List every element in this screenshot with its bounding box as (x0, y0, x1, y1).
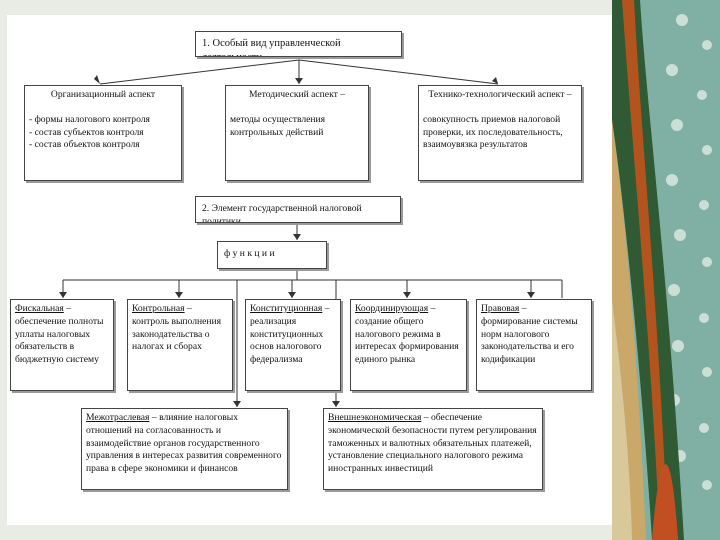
top-box-text: 1. Особый вид управленческой деятельност… (202, 38, 341, 57)
bottom-box-foreign-economic: Внешнеэкономическая – обеспечение эконом… (323, 408, 543, 490)
function-dash: – (322, 303, 329, 314)
function-box-fiscal: Фискальная – обеспечение полноты уплаты … (10, 299, 114, 391)
aspect-line: контрольных действий (230, 127, 364, 140)
function-line: таможенных и валютных обязательных плате… (328, 438, 538, 451)
function-line: установление специального налогового реж… (328, 450, 538, 463)
function-line: экономической безопасности путем регулир… (328, 425, 538, 438)
aspect-line: - формы налогового контроля (29, 114, 177, 127)
function-line: управления в интересах развития современ… (86, 450, 283, 463)
element-box: 2. Элемент государственной налоговой пол… (195, 196, 401, 223)
function-first-line: – обеспечение (421, 412, 482, 423)
decorative-side-panel (612, 0, 720, 540)
aspect-box-technical: Технико-технологический аспект – совокуп… (418, 85, 582, 181)
function-line: налогах и сборах (132, 341, 228, 354)
function-line: федерализма (250, 354, 336, 367)
aspect-line: проверки, их последовательность, (423, 127, 577, 140)
aspect-line: взаимоувязка результатов (423, 139, 577, 152)
function-name: Межотраслевая (86, 412, 149, 423)
function-name: Внешнеэкономическая (328, 412, 421, 423)
function-box-control: Контрольная – контроль выполнения законо… (127, 299, 233, 391)
function-line: законодательства о (132, 329, 228, 342)
function-line: уплаты налоговых (15, 329, 109, 342)
function-dash: – (64, 303, 71, 314)
element-box-text: 2. Элемент государственной налоговой пол… (202, 203, 362, 223)
function-line: основ налогового (250, 341, 336, 354)
function-name: Координирующая (355, 303, 428, 314)
function-dash: – (428, 303, 435, 314)
function-box-legal: Правовая – формирование системы норм нал… (476, 299, 592, 391)
function-line: контроль выполнения (132, 316, 228, 329)
aspect-title: Методический аспект – (230, 89, 364, 102)
function-dash: – (185, 303, 192, 314)
function-name: Конституционная (250, 303, 322, 314)
function-dash: – (519, 303, 526, 314)
function-line: норм налогового (481, 329, 587, 342)
function-line: взаимодействие органов государственного (86, 438, 283, 451)
aspect-box-methodical: Методический аспект – методы осуществлен… (225, 85, 369, 181)
aspect-line: - состав объектов контроля (29, 139, 177, 152)
top-box: 1. Особый вид управленческой деятельност… (195, 31, 402, 57)
aspect-box-organizational: Организационный аспект - формы налоговог… (24, 85, 182, 181)
function-line: реализация (250, 316, 336, 329)
functions-box-text: ф у н к ц и и (224, 248, 275, 259)
aspect-line: совокупность приемов налоговой (423, 114, 577, 127)
function-box-coordinating: Координирующая – создание общего налогов… (350, 299, 467, 391)
aspect-title: Организационный аспект (29, 89, 177, 102)
function-line: кодификации (481, 354, 587, 367)
function-line: обеспечение полноты (15, 316, 109, 329)
aspect-line: - состав субъектов контроля (29, 127, 177, 140)
aspect-line: методы осуществления (230, 114, 364, 127)
function-line: отношений на согласованность и (86, 425, 283, 438)
function-name: Фискальная (15, 303, 64, 314)
function-line: законодательства и его (481, 341, 587, 354)
function-line: налогового режима в (355, 329, 462, 342)
function-name: Контрольная (132, 303, 185, 314)
function-line: иностранных инвестиций (328, 463, 538, 476)
function-line: создание общего (355, 316, 462, 329)
function-name: Правовая (481, 303, 519, 314)
functions-box: ф у н к ц и и (217, 241, 327, 269)
function-line: права в сфере экономики и финансов (86, 463, 283, 476)
function-first-line: – влияние налоговых (149, 412, 238, 423)
function-line: интересах формирования (355, 341, 462, 354)
diagram-slide: 1. Особый вид управленческой деятельност… (7, 15, 612, 525)
bottom-box-intersectoral: Межотраслевая – влияние налоговых отноше… (81, 408, 288, 490)
function-box-constitutional: Конституционная – реализация конституцио… (245, 299, 341, 391)
function-line: бюджетную систему (15, 354, 109, 367)
function-line: обязательств в (15, 341, 109, 354)
aspect-title: Технико-технологический аспект – (423, 89, 577, 102)
function-line: единого рынка (355, 354, 462, 367)
function-line: формирование системы (481, 316, 587, 329)
function-line: конституционных (250, 329, 336, 342)
